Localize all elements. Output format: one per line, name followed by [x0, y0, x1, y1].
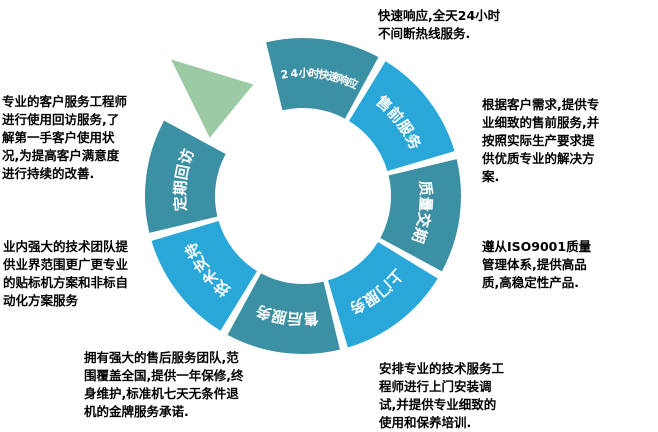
ring-segment-0 — [266, 38, 379, 119]
svg-text:4: 4 — [290, 67, 299, 81]
note-tech-support: 业内强大的技术团队提供业界范围更广更专业的贴标机方案和非标自动化方案服务 — [3, 239, 129, 308]
note-presales: 根据客户需求,提供专业细致的售前服务,并按照实际生产要求提供优质专业的解决方案. — [482, 97, 600, 184]
ring-segment-1 — [348, 61, 455, 172]
svg-text:小: 小 — [298, 66, 310, 80]
svg-text:持: 持 — [182, 240, 205, 261]
svg-text:服: 服 — [269, 306, 288, 327]
svg-text:访: 访 — [176, 147, 198, 167]
ring-segment-3 — [327, 241, 438, 348]
ring-segment-4 — [227, 273, 340, 355]
ring-segment-label-4: 售后服务 — [253, 301, 319, 328]
svg-text:售: 售 — [303, 309, 319, 328]
note-fast-response: 快速响应,全天24小时不间断热线服务. — [378, 8, 501, 41]
svg-text:回: 回 — [172, 163, 193, 181]
svg-text:定: 定 — [171, 196, 190, 212]
note-quality: 遵从ISO9001质量管理体系,提供高品质,高稳定性产品. — [482, 239, 592, 290]
svg-text:务: 务 — [253, 301, 274, 323]
svg-text:质: 质 — [416, 180, 435, 196]
ring-segment-6 — [145, 120, 226, 233]
svg-text:后: 后 — [287, 309, 303, 328]
svg-text:期: 期 — [408, 225, 430, 245]
svg-text:2: 2 — [280, 68, 290, 82]
svg-text:快: 快 — [316, 67, 331, 83]
cycle-direction-arrow-icon — [171, 59, 254, 138]
svg-text:应: 应 — [345, 75, 361, 92]
note-follow-up-visit: 专业的客户服务工程师进行使用回访服务,了解第一手客户使用状况,为提高客户满意度进… — [2, 94, 128, 181]
svg-text:时: 时 — [308, 66, 320, 81]
svg-text:速: 速 — [327, 69, 341, 85]
ring-segment-2 — [380, 159, 461, 272]
note-after-sales: 拥有强大的售后服务团队,范围覆盖全国,提供一年保修,终身维护,标准机七天无条件退… — [84, 350, 244, 419]
svg-text:响: 响 — [336, 71, 351, 88]
note-onsite-service: 安排专业的技术服务工程师进行上门安装调试,并提供专业细致的使用和保养培训. — [379, 361, 505, 430]
svg-text:量: 量 — [416, 196, 435, 212]
svg-text:交: 交 — [413, 211, 434, 229]
svg-text:期: 期 — [171, 180, 190, 196]
ring-segment-5 — [151, 220, 258, 331]
